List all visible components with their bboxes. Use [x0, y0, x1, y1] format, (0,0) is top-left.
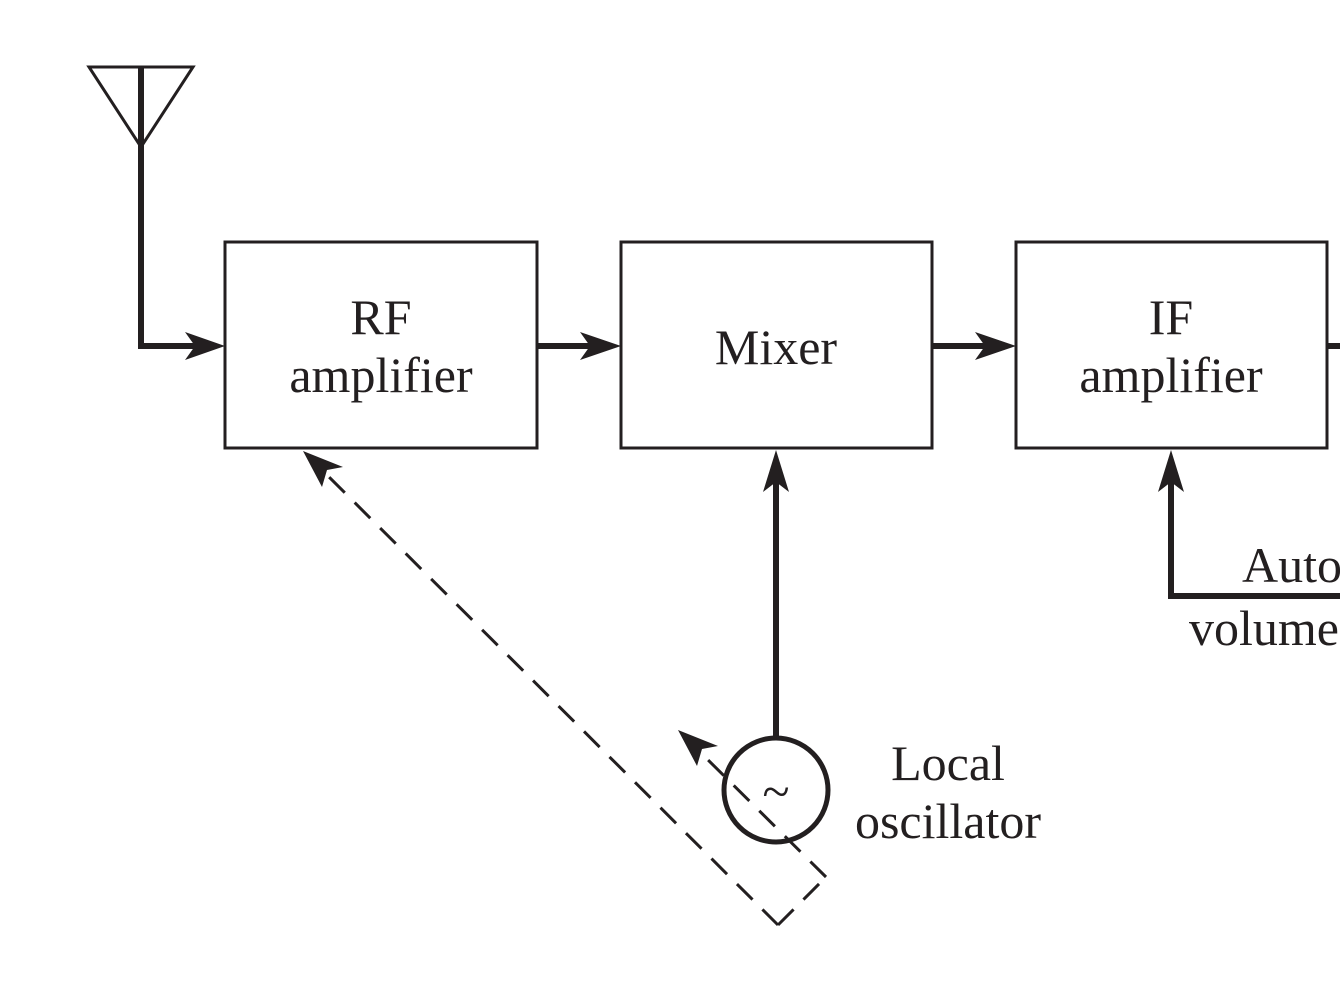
feedback-label-line1: Auto [1242, 537, 1340, 593]
local-oscillator: ~ [721, 735, 831, 845]
rf-label-line1: RF [350, 289, 411, 345]
arrowhead-mixer-input [580, 332, 621, 360]
rf-label-line2: amplifier [289, 347, 473, 403]
mixer-label: Mixer [715, 319, 838, 375]
mixer-block: Mixer [619, 240, 934, 450]
if-label-line1: IF [1149, 289, 1193, 345]
arrowhead-lo-tuning [678, 730, 718, 766]
rf-amplifier-block: RF amplifier [223, 240, 539, 450]
arrowhead-mixer-lo-input [763, 450, 789, 492]
ganged-tuning-link [320, 468, 828, 927]
if-amplifier-block: IF amplifier [1014, 240, 1329, 450]
oscillator-circle [721, 735, 831, 845]
feedback-label-line2: volume [1189, 600, 1339, 656]
antenna-icon [86, 65, 196, 346]
oscillator-label-line1: Local [891, 735, 1005, 791]
if-label-line2: amplifier [1079, 347, 1263, 403]
sine-wave-icon: ~ [762, 763, 789, 819]
arrowhead-if-input [975, 332, 1016, 360]
arrowhead-if-feedback [1158, 450, 1184, 492]
arrowhead-rf-input [185, 332, 225, 360]
oscillator-label-line2: oscillator [855, 793, 1041, 849]
auto-volume-feedback-line [1168, 475, 1340, 599]
arrowhead-rf-tuning [303, 451, 343, 487]
